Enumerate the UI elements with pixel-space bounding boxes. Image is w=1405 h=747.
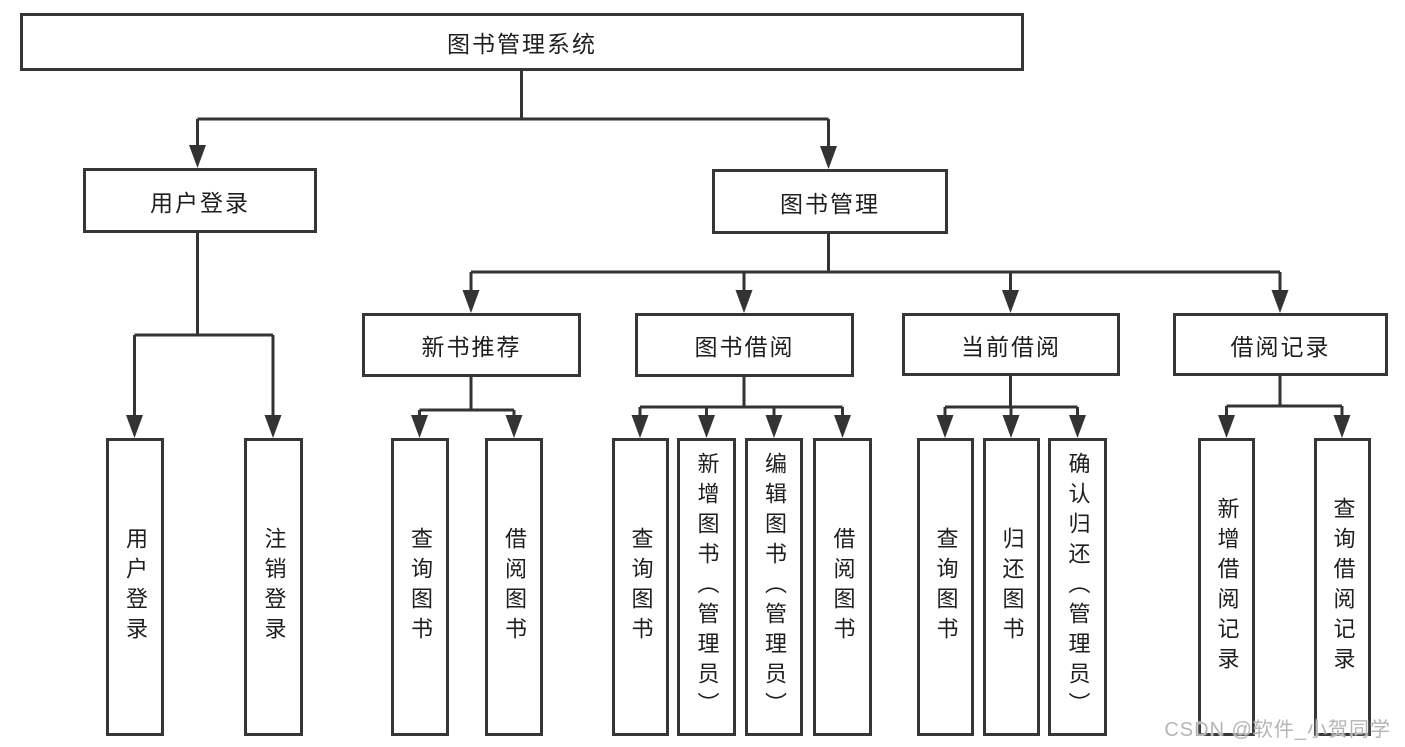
node-library-management-system: 图书管理系统 [20,13,1024,71]
leaf-query-borrowing-record: 查询借阅记录 [1314,438,1371,736]
node-new-book-recommendation: 新书推荐 [362,313,581,377]
leaf-user-login: 用户登录 [106,438,164,736]
leaf-logout-login: 注销登录 [244,438,303,736]
leaf-confirm-return-admin: 确认归还（管理员） [1048,438,1107,736]
csdn-watermark: CSDN @软件_小贺同学 [1164,719,1391,741]
leaf-query-books-recommend: 查询图书 [391,438,449,736]
leaf-borrow-books-borrowing: 借阅图书 [813,438,872,736]
arrowheads [126,145,1351,438]
leaf-add-borrowing-record: 新增借阅记录 [1198,438,1255,736]
leaf-return-books: 归还图书 [983,438,1040,736]
leaf-query-books-borrowing: 查询图书 [612,438,669,736]
node-book-borrowing: 图书借阅 [635,313,854,377]
leaf-edit-books-admin: 编辑图书（管理员） [745,438,803,736]
leaf-query-books-current: 查询图书 [917,438,974,736]
node-current-borrowing: 当前借阅 [902,313,1120,376]
node-book-management: 图书管理 [712,169,948,234]
leaf-add-books-admin: 新增图书（管理员） [677,438,736,736]
node-borrowing-records: 借阅记录 [1173,313,1388,376]
node-user-login: 用户登录 [83,168,317,233]
leaf-borrow-books-recommend: 借阅图书 [485,438,543,736]
